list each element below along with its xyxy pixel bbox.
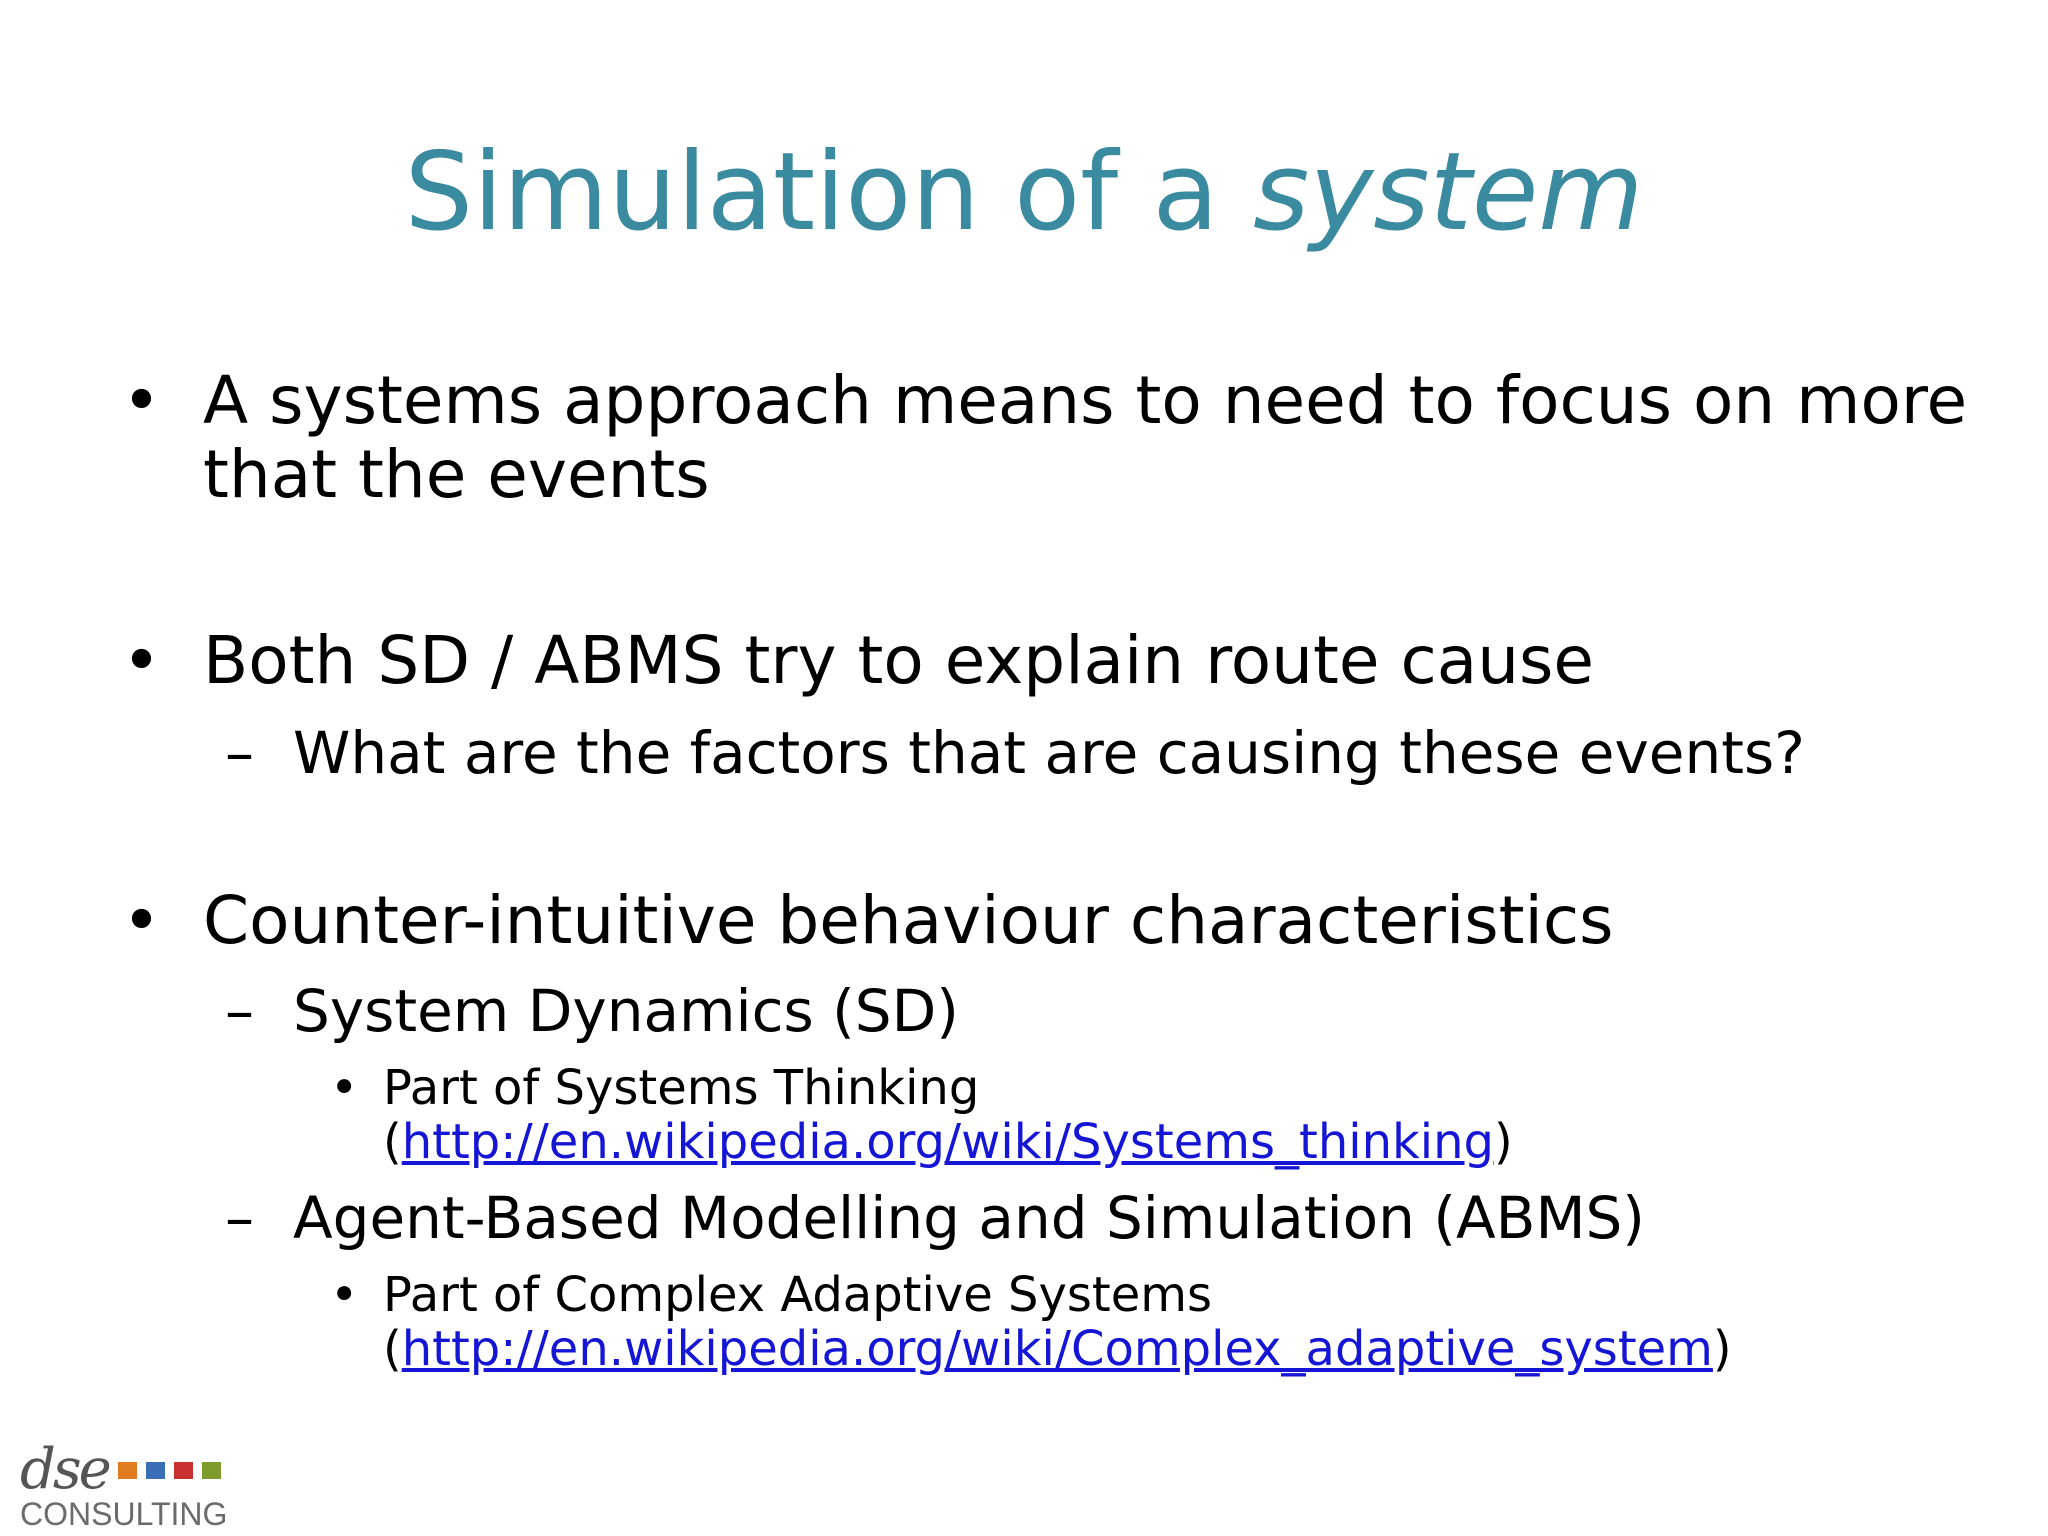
logo-square-red (174, 1462, 193, 1479)
bullet-3-sub-1: System Dynamics (SD) (293, 977, 959, 1045)
logo-subtitle: CONSULTING (20, 1496, 228, 1532)
close-paren: ) (1494, 1114, 1513, 1170)
bullet-2-line-1: Both SD / ABMS try to explain route caus… (203, 622, 1595, 699)
bullet-marker: • (122, 622, 161, 699)
bullet-marker: • (122, 362, 161, 439)
logo-squares (118, 1462, 230, 1482)
sub-sub-bullet-marker: • (330, 1060, 359, 1116)
bullet-3-sub-1-detail: Part of Systems Thinking (383, 1060, 980, 1116)
systems-thinking-link[interactable]: http://en.wikipedia.org/wiki/Systems_thi… (401, 1114, 1495, 1170)
slide-title-plain: Simulation of a (404, 130, 1254, 255)
bullet-2-sub-1: What are the factors that are causing th… (293, 719, 1805, 787)
bullet-marker: • (122, 882, 161, 959)
logo-square-orange (118, 1462, 137, 1479)
bullet-3-sub-2: Agent-Based Modelling and Simulation (AB… (293, 1184, 1645, 1252)
sub-bullet-marker: – (225, 977, 254, 1045)
dse-consulting-logo: dse CONSULTING (20, 1437, 250, 1533)
bullet-1-line-1: A systems approach means to need to focu… (203, 362, 1968, 439)
slide-title: Simulation of a system (0, 128, 2048, 258)
bullet-3-sub-2-link-line: (http://en.wikipedia.org/wiki/Complex_ad… (383, 1322, 1732, 1376)
sub-bullet-marker: – (225, 719, 254, 787)
logo-wordmark: dse (20, 1437, 112, 1502)
bullet-1-line-2: that the events (203, 436, 710, 513)
sub-bullet-marker: – (225, 1184, 254, 1252)
logo-square-blue (146, 1462, 165, 1479)
sub-sub-bullet-marker: • (330, 1267, 359, 1323)
bullet-3-sub-1-link-line: (http://en.wikipedia.org/wiki/Systems_th… (383, 1115, 1513, 1169)
close-paren: ) (1712, 1321, 1732, 1377)
bullet-3-line-1: Counter-intuitive behaviour characterist… (203, 882, 1614, 959)
logo-square-green (202, 1462, 221, 1479)
slide-title-italic: system (1253, 130, 1644, 255)
bullet-3-sub-2-detail: Part of Complex Adaptive Systems (383, 1267, 1213, 1323)
complex-adaptive-system-link[interactable]: http://en.wikipedia.org/wiki/Complex_ada… (401, 1321, 1713, 1377)
open-paren: ( (383, 1114, 402, 1170)
open-paren: ( (383, 1321, 402, 1377)
